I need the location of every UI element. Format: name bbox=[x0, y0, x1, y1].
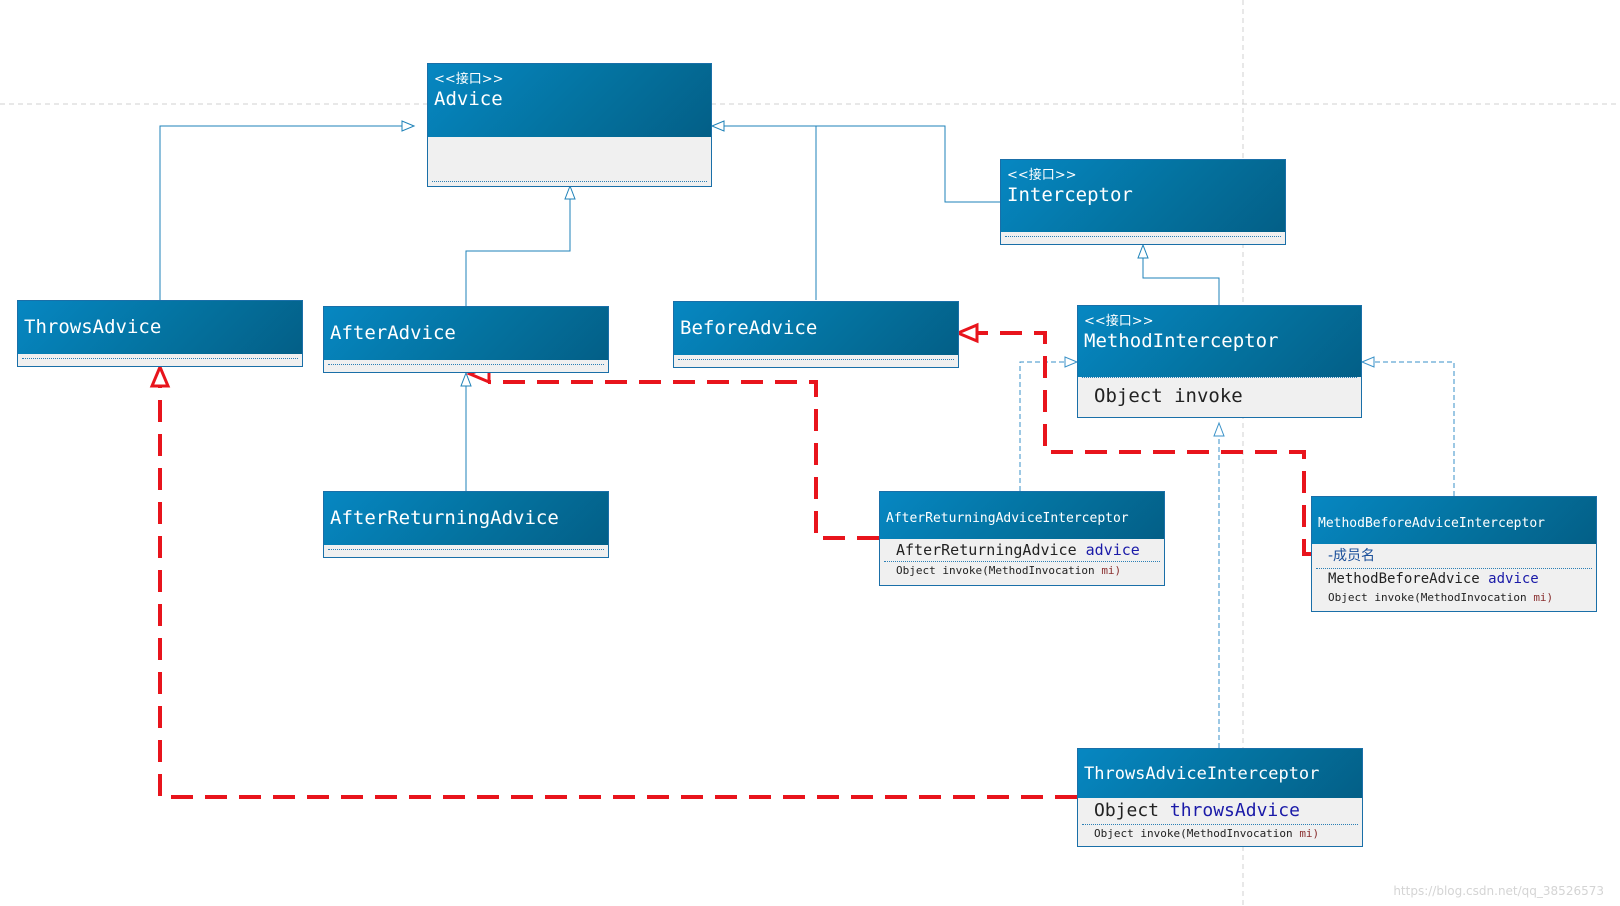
edge-throwsadvice-to-advice bbox=[159, 125, 414, 300]
divider bbox=[432, 181, 707, 182]
class-afteradvice[interactable]: AfterAdvice bbox=[323, 306, 609, 373]
field-name: advice bbox=[1488, 571, 1539, 587]
class-header: <<接口>> Interceptor bbox=[1001, 160, 1285, 232]
class-advice[interactable]: <<接口>> Advice bbox=[427, 63, 712, 187]
class-header: AfterReturningAdviceInterceptor bbox=[880, 492, 1164, 539]
class-header: <<接口>> Advice bbox=[428, 64, 711, 137]
divider bbox=[1082, 824, 1358, 825]
divider bbox=[884, 561, 1160, 562]
method-signature: Object invoke(MethodInvocation bbox=[896, 564, 1095, 577]
class-body: -成员名 MethodBeforeAdvice advice Object in… bbox=[1312, 544, 1596, 611]
class-name: ThrowsAdviceInterceptor bbox=[1084, 764, 1320, 784]
member-section-label: -成员名 bbox=[1328, 548, 1376, 564]
field-name: advice bbox=[1085, 541, 1140, 559]
stereotype-label: <<接口>> bbox=[1007, 168, 1077, 183]
class-name: AfterReturningAdvice bbox=[330, 507, 559, 529]
edge-afteradvice-to-advice bbox=[465, 194, 571, 306]
field-type: Object bbox=[1094, 800, 1160, 821]
member-method: Object invoke(MethodInvocation mi) bbox=[880, 562, 1164, 579]
arrowhead-interceptor-bottom bbox=[1137, 243, 1149, 259]
field-type: AfterReturningAdvice bbox=[896, 541, 1077, 559]
class-header: ThrowsAdvice bbox=[18, 301, 302, 354]
class-name: AfterReturningAdviceInterceptor bbox=[886, 511, 1129, 526]
edge-beforeadvice-to-advice bbox=[712, 125, 817, 300]
arrowhead-mi-right bbox=[1360, 356, 1375, 368]
class-name: ThrowsAdvice bbox=[24, 316, 162, 338]
class-header: BeforeAdvice bbox=[674, 302, 958, 355]
class-body: AfterReturningAdvice advice Object invok… bbox=[880, 539, 1164, 585]
class-body bbox=[674, 355, 958, 367]
watermark: https://blog.csdn.net/qq_38526573 bbox=[1393, 884, 1604, 898]
member-method: Object invoke(MethodInvocation mi) bbox=[1078, 825, 1362, 843]
arrowhead-beforeadvice-red bbox=[954, 322, 979, 344]
class-header: <<接口>> MethodInterceptor bbox=[1078, 306, 1361, 377]
class-header: ThrowsAdviceInterceptor bbox=[1078, 749, 1362, 798]
class-body bbox=[428, 137, 711, 186]
method-signature: Object invoke(MethodInvocation bbox=[1328, 591, 1527, 604]
member-field: MethodBeforeAdvice advice bbox=[1312, 569, 1596, 590]
class-header: AfterAdvice bbox=[324, 307, 608, 360]
stereotype-label: <<接口>> bbox=[434, 72, 504, 87]
class-name: AfterAdvice bbox=[330, 322, 456, 344]
arrowhead-afteradvice-bottom bbox=[460, 371, 472, 387]
class-body bbox=[324, 545, 608, 557]
class-header: MethodBeforeAdviceInterceptor bbox=[1312, 497, 1596, 544]
field-type: MethodBeforeAdvice bbox=[1328, 571, 1480, 587]
arrowhead-advice-right bbox=[710, 120, 725, 132]
arrowhead-throwsadvice-red bbox=[149, 363, 171, 388]
edge-interceptor-to-advice bbox=[714, 125, 1000, 203]
divider bbox=[328, 549, 604, 550]
arrowhead-mi-bottom bbox=[1213, 421, 1225, 437]
class-throwsadvice[interactable]: ThrowsAdvice bbox=[17, 300, 303, 367]
class-throwsadviceinterceptor[interactable]: ThrowsAdviceInterceptor Object throwsAdv… bbox=[1077, 748, 1363, 847]
class-body bbox=[1001, 232, 1285, 244]
class-name: MethodBeforeAdviceInterceptor bbox=[1318, 516, 1545, 531]
member-field: AfterReturningAdvice advice bbox=[880, 539, 1164, 561]
class-name: BeforeAdvice bbox=[680, 317, 818, 339]
member-field: Object throwsAdvice bbox=[1078, 798, 1362, 824]
method-param: mi) bbox=[1299, 827, 1320, 840]
arrowhead-advice-left bbox=[401, 120, 416, 132]
member-method: Object invoke bbox=[1094, 385, 1243, 407]
class-name: Interceptor bbox=[1007, 184, 1133, 206]
class-interceptor[interactable]: <<接口>> Interceptor bbox=[1000, 159, 1286, 245]
edge-methodinterceptor-to-interceptor bbox=[1142, 252, 1220, 305]
edge-mbai-holds-beforeadvice bbox=[975, 331, 1311, 556]
divider bbox=[328, 364, 604, 365]
divider bbox=[1082, 377, 1357, 381]
class-body: Object invoke bbox=[1078, 377, 1361, 417]
method-signature: Object invoke(MethodInvocation bbox=[1094, 827, 1293, 840]
divider bbox=[678, 359, 954, 360]
edge-arai-holds-afteradvice bbox=[488, 380, 879, 540]
class-methodinterceptor[interactable]: <<接口>> MethodInterceptor Object invoke bbox=[1077, 305, 1362, 418]
class-afterreturningadvice[interactable]: AfterReturningAdvice bbox=[323, 491, 609, 558]
class-name: Advice bbox=[434, 88, 503, 110]
class-beforeadvice[interactable]: BeforeAdvice bbox=[673, 301, 959, 368]
class-afterreturningadviceinterceptor[interactable]: AfterReturningAdviceInterceptor AfterRet… bbox=[879, 491, 1165, 586]
edge-mbai-realizes-mi bbox=[1374, 361, 1455, 496]
class-body: Object throwsAdvice Object invoke(Method… bbox=[1078, 798, 1362, 846]
class-name: MethodInterceptor bbox=[1084, 330, 1279, 352]
divider bbox=[22, 358, 298, 359]
class-header: AfterReturningAdvice bbox=[324, 492, 608, 545]
method-param: mi) bbox=[1101, 564, 1122, 577]
divider bbox=[1005, 236, 1281, 237]
method-param: mi) bbox=[1533, 591, 1554, 604]
edge-tai-holds-throwsadvice bbox=[158, 385, 1077, 799]
member-method: Object invoke(MethodInvocation mi) bbox=[1312, 590, 1596, 605]
class-body bbox=[324, 360, 608, 372]
class-body bbox=[18, 354, 302, 366]
divider bbox=[1316, 568, 1592, 569]
field-name: throwsAdvice bbox=[1169, 800, 1300, 821]
class-methodbeforeadviceinterceptor[interactable]: MethodBeforeAdviceInterceptor -成员名 Metho… bbox=[1311, 496, 1597, 612]
arrowhead-mi-left bbox=[1064, 356, 1079, 368]
stereotype-label: <<接口>> bbox=[1084, 314, 1154, 329]
edge-arai-realizes-mi bbox=[1019, 361, 1066, 491]
arrowhead-advice-bottom bbox=[564, 184, 576, 200]
